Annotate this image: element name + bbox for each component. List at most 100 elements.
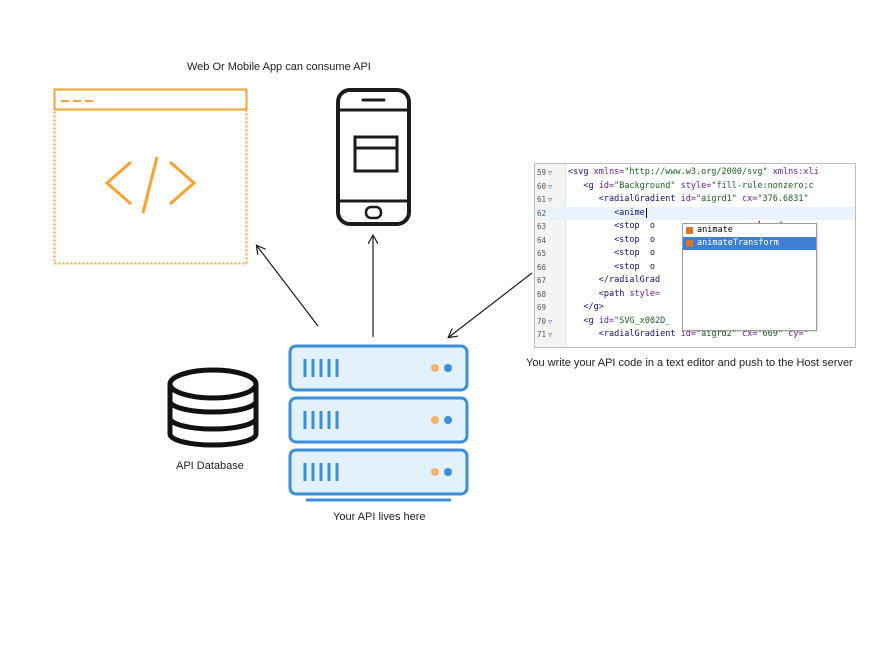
code-token bbox=[568, 181, 583, 191]
server-unit-2 bbox=[288, 396, 469, 444]
line-number-gutter bbox=[535, 164, 566, 347]
code-token bbox=[568, 248, 614, 258]
arrow-editor-to-server bbox=[449, 272, 533, 337]
autocomplete-option-label: animate bbox=[697, 225, 733, 235]
code-token: "669" bbox=[757, 329, 783, 339]
code-text: </g> bbox=[568, 301, 604, 315]
line-number: 68 bbox=[537, 289, 547, 299]
code-line: 59▽ <svg xmlns="http://www.w3.org/2000/sv… bbox=[535, 166, 855, 180]
line-number: 61▽ bbox=[537, 195, 553, 204]
fold-toggle-icon[interactable]: ▽ bbox=[548, 169, 553, 177]
arrow-server-to-web bbox=[257, 246, 319, 327]
code-token: "http://www.w3.org/2000/svg" bbox=[624, 167, 768, 177]
fold-toggle-icon[interactable]: ▽ bbox=[548, 182, 553, 191]
code-token: <g bbox=[583, 315, 599, 326]
code-token: <stop o bbox=[614, 221, 656, 231]
fold-toggle-icon[interactable]: ▽ bbox=[548, 331, 553, 339]
code-token: </radialGrad bbox=[598, 275, 661, 285]
code-text: <radialGradient id="aigrd2" cx="669" cy=… bbox=[568, 328, 809, 342]
code-token: <radialGradient bbox=[598, 194, 681, 204]
line-number: 71▽ bbox=[537, 330, 553, 339]
server-label: Your API lives here bbox=[333, 511, 426, 523]
code-token: <path bbox=[598, 288, 630, 299]
code-token: cx= bbox=[736, 194, 758, 204]
code-token: <stop o bbox=[614, 261, 656, 272]
fold-toggle-icon[interactable]: ▽ bbox=[548, 317, 553, 326]
database-label: API Database bbox=[176, 460, 244, 472]
code-line: 62 <anime bbox=[535, 206, 855, 221]
code-text: <g id="Background" style="fill-rule:nonz… bbox=[568, 180, 814, 194]
element-icon bbox=[686, 227, 693, 234]
code-token: cx= bbox=[736, 329, 758, 339]
line-number: 64 bbox=[537, 235, 547, 245]
code-line: 67 </radialGrad bbox=[535, 274, 855, 288]
code-token bbox=[568, 329, 599, 339]
code-token: "376.6831" bbox=[757, 194, 809, 204]
code-token: "Background" bbox=[614, 180, 676, 191]
code-token: <anime bbox=[614, 207, 645, 218]
code-brackets-icon bbox=[104, 156, 197, 214]
code-line: 69 </g> bbox=[535, 301, 855, 315]
web-mobile-label: Web Or Mobile App can consume API bbox=[187, 61, 371, 73]
code-editor: 59▽ <svg xmlns="http://www.w3.org/2000/sv… bbox=[534, 163, 856, 348]
line-number: 59▽ bbox=[537, 168, 553, 177]
code-token: "SVG_x002D_ bbox=[614, 315, 671, 326]
code-token: <svg bbox=[568, 167, 594, 177]
code-token bbox=[568, 262, 614, 272]
code-token bbox=[568, 289, 599, 299]
line-number: 60▽ bbox=[537, 181, 553, 191]
code-token: "fill-rule:nonzero;c bbox=[711, 180, 814, 191]
line-number: 65 bbox=[537, 249, 547, 258]
code-text: <svg xmlns="http://www.w3.org/2000/svg" … bbox=[568, 166, 819, 180]
line-number: 62 bbox=[537, 208, 547, 218]
line-number: 69 bbox=[537, 303, 547, 312]
code-token: xmlns:xli bbox=[767, 167, 819, 177]
code-token: " bbox=[803, 329, 809, 339]
database-icon bbox=[167, 367, 259, 448]
code-token bbox=[568, 208, 614, 218]
code-token: id= bbox=[680, 194, 696, 204]
code-line: 61▽ <radialGradient id="aigrd1" cx="376.… bbox=[535, 193, 855, 207]
autocomplete-option[interactable]: animate bbox=[683, 224, 816, 237]
code-text: <anime bbox=[568, 207, 647, 221]
code-token: id= bbox=[598, 315, 615, 326]
code-token bbox=[568, 194, 599, 204]
line-number: 66 bbox=[537, 262, 547, 272]
code-token bbox=[568, 316, 583, 326]
code-line: 60▽ <g id="Background" style="fill-rule:… bbox=[535, 180, 855, 194]
autocomplete-popup: animate animateTransform bbox=[682, 223, 817, 331]
code-token: "aigrd1" bbox=[695, 194, 737, 204]
line-number: 63 bbox=[537, 222, 547, 231]
web-app-icon bbox=[53, 88, 248, 265]
code-token bbox=[568, 235, 614, 245]
server-unit-3 bbox=[288, 448, 469, 496]
code-token: <g bbox=[583, 180, 599, 191]
server-unit-1 bbox=[288, 344, 469, 392]
code-text: </radialGrad bbox=[568, 274, 660, 288]
code-token: <stop o bbox=[614, 234, 656, 245]
editor-caption: You write your API code in a text editor… bbox=[526, 357, 853, 369]
code-token: style= bbox=[675, 180, 712, 191]
text-caret bbox=[645, 207, 647, 218]
code-token: style= bbox=[629, 288, 661, 299]
element-icon bbox=[686, 240, 693, 247]
code-token: xmlns= bbox=[593, 167, 625, 177]
autocomplete-option[interactable]: animateTransform bbox=[683, 237, 816, 250]
server-icon bbox=[288, 344, 469, 502]
code-token: id= bbox=[598, 180, 615, 191]
code-text: <radialGradient id="aigrd1" cx="376.6831… bbox=[568, 193, 809, 207]
code-token: "aigrd2" bbox=[695, 329, 737, 339]
code-token: <radialGradient bbox=[598, 329, 681, 339]
line-number: 70▽ bbox=[537, 316, 553, 326]
fold-toggle-icon[interactable]: ▽ bbox=[548, 196, 553, 204]
code-token bbox=[568, 221, 614, 231]
code-token: id= bbox=[680, 329, 696, 339]
code-line: 71▽ <radialGradient id="aigrd2" cx="669"… bbox=[535, 328, 855, 342]
code-token: <stop o bbox=[614, 248, 656, 258]
code-token: </g> bbox=[583, 302, 604, 312]
line-number: 67 bbox=[537, 276, 547, 285]
mobile-phone-icon bbox=[336, 88, 411, 226]
code-token bbox=[568, 302, 583, 312]
